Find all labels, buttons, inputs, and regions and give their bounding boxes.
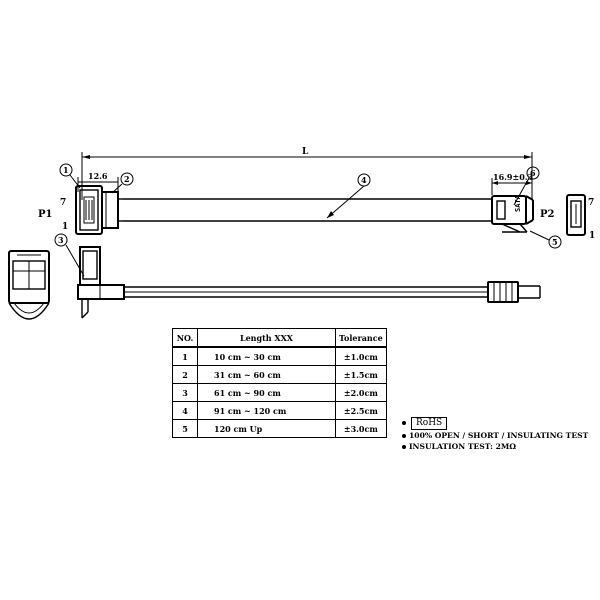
- balloon-2: 2: [111, 172, 134, 194]
- row-tolerance: ±1.0cm: [335, 346, 387, 366]
- header-no: NO.: [172, 328, 198, 348]
- p2-pin7-label: 7: [588, 198, 594, 208]
- bullet-icon: [402, 421, 406, 425]
- p1-pin1-label: 1: [62, 222, 68, 232]
- svg-text:1: 1: [63, 165, 69, 175]
- row-length: 120 cm Up: [197, 419, 336, 438]
- rohs-note: RoHS: [402, 417, 588, 430]
- length-tolerance-table: NO. Length XXX Tolerance 1 10 cm ~ 30 cm…: [172, 328, 387, 438]
- svg-text:6: 6: [530, 168, 536, 178]
- row-tolerance: ±3.0cm: [335, 419, 387, 438]
- p2-connector-top-view: SATA: [491, 194, 534, 233]
- svg-text:3: 3: [58, 235, 64, 245]
- row-no: 4: [172, 401, 198, 420]
- length-dimension: L: [81, 147, 533, 200]
- row-tolerance: ±1.5cm: [335, 365, 387, 384]
- balloon-3: 3: [54, 233, 85, 277]
- svg-text:4: 4: [361, 175, 367, 185]
- cable-side-view: [124, 286, 488, 298]
- p1-connector-top-view: 7 1 P1: [38, 185, 123, 235]
- table-row: 1 10 cm ~ 30 cm ±1.0cm: [172, 346, 387, 366]
- rohs-mark: RoHS: [411, 417, 448, 430]
- table-row: 4 91 cm ~ 120 cm ±2.5cm: [172, 401, 387, 420]
- bullet-icon: [402, 445, 406, 449]
- table-row: 2 31 cm ~ 60 cm ±1.5cm: [172, 365, 387, 384]
- balloon-5: 5: [529, 230, 562, 249]
- compliance-notes: RoHS 100% OPEN / SHORT / INSULATING TEST…: [402, 417, 588, 452]
- table-header-row: NO. Length XXX Tolerance: [172, 328, 387, 348]
- row-tolerance: ±2.5cm: [335, 401, 387, 420]
- left-width-label: 12.6: [88, 171, 108, 181]
- p2-connector-front-view: P2 7 1: [540, 194, 595, 241]
- row-tolerance: ±2.0cm: [335, 383, 387, 402]
- balloon-6: 6: [513, 166, 540, 206]
- flat-cable-top-view: [123, 185, 492, 222]
- svg-text:SATA: SATA: [514, 194, 522, 212]
- row-length: 31 cm ~ 60 cm: [197, 365, 336, 384]
- length-label: L: [302, 147, 309, 157]
- p1-pin7-label: 7: [60, 198, 66, 208]
- row-no: 5: [172, 419, 198, 438]
- balloon-4: 4: [357, 173, 371, 187]
- p2-side-view: [487, 281, 541, 303]
- header-tolerance: Tolerance: [335, 328, 387, 348]
- row-no: 3: [172, 383, 198, 402]
- test-note-1: 100% OPEN / SHORT / INSULATING TEST: [402, 430, 588, 441]
- table-row: 3 61 cm ~ 90 cm ±2.0cm: [172, 383, 387, 402]
- left-width-dimension: 12.6: [77, 171, 119, 192]
- p1-side-view: [77, 246, 125, 319]
- p1-label: P1: [38, 209, 52, 220]
- p1-end-view: [8, 250, 50, 320]
- balloon-1: 1: [59, 163, 81, 189]
- row-length: 61 cm ~ 90 cm: [197, 383, 336, 402]
- row-no: 1: [172, 346, 198, 366]
- svg-text:2: 2: [124, 174, 130, 184]
- row-no: 2: [172, 365, 198, 384]
- test-note-2: INSULATION TEST: 2MΩ: [402, 441, 588, 452]
- right-width-label: 16.9±0.3: [493, 172, 534, 182]
- row-length: 10 cm ~ 30 cm: [197, 346, 336, 366]
- p2-label: P2: [540, 209, 555, 220]
- right-width-dimension: 16.9±0.3: [491, 172, 534, 195]
- bullet-icon: [402, 434, 406, 438]
- row-length: 91 cm ~ 120 cm: [197, 401, 336, 420]
- header-length: Length XXX: [197, 328, 336, 348]
- table-row: 5 120 cm Up ±3.0cm: [172, 419, 387, 438]
- svg-text:5: 5: [552, 237, 558, 247]
- p2-pin1-label: 1: [589, 231, 595, 241]
